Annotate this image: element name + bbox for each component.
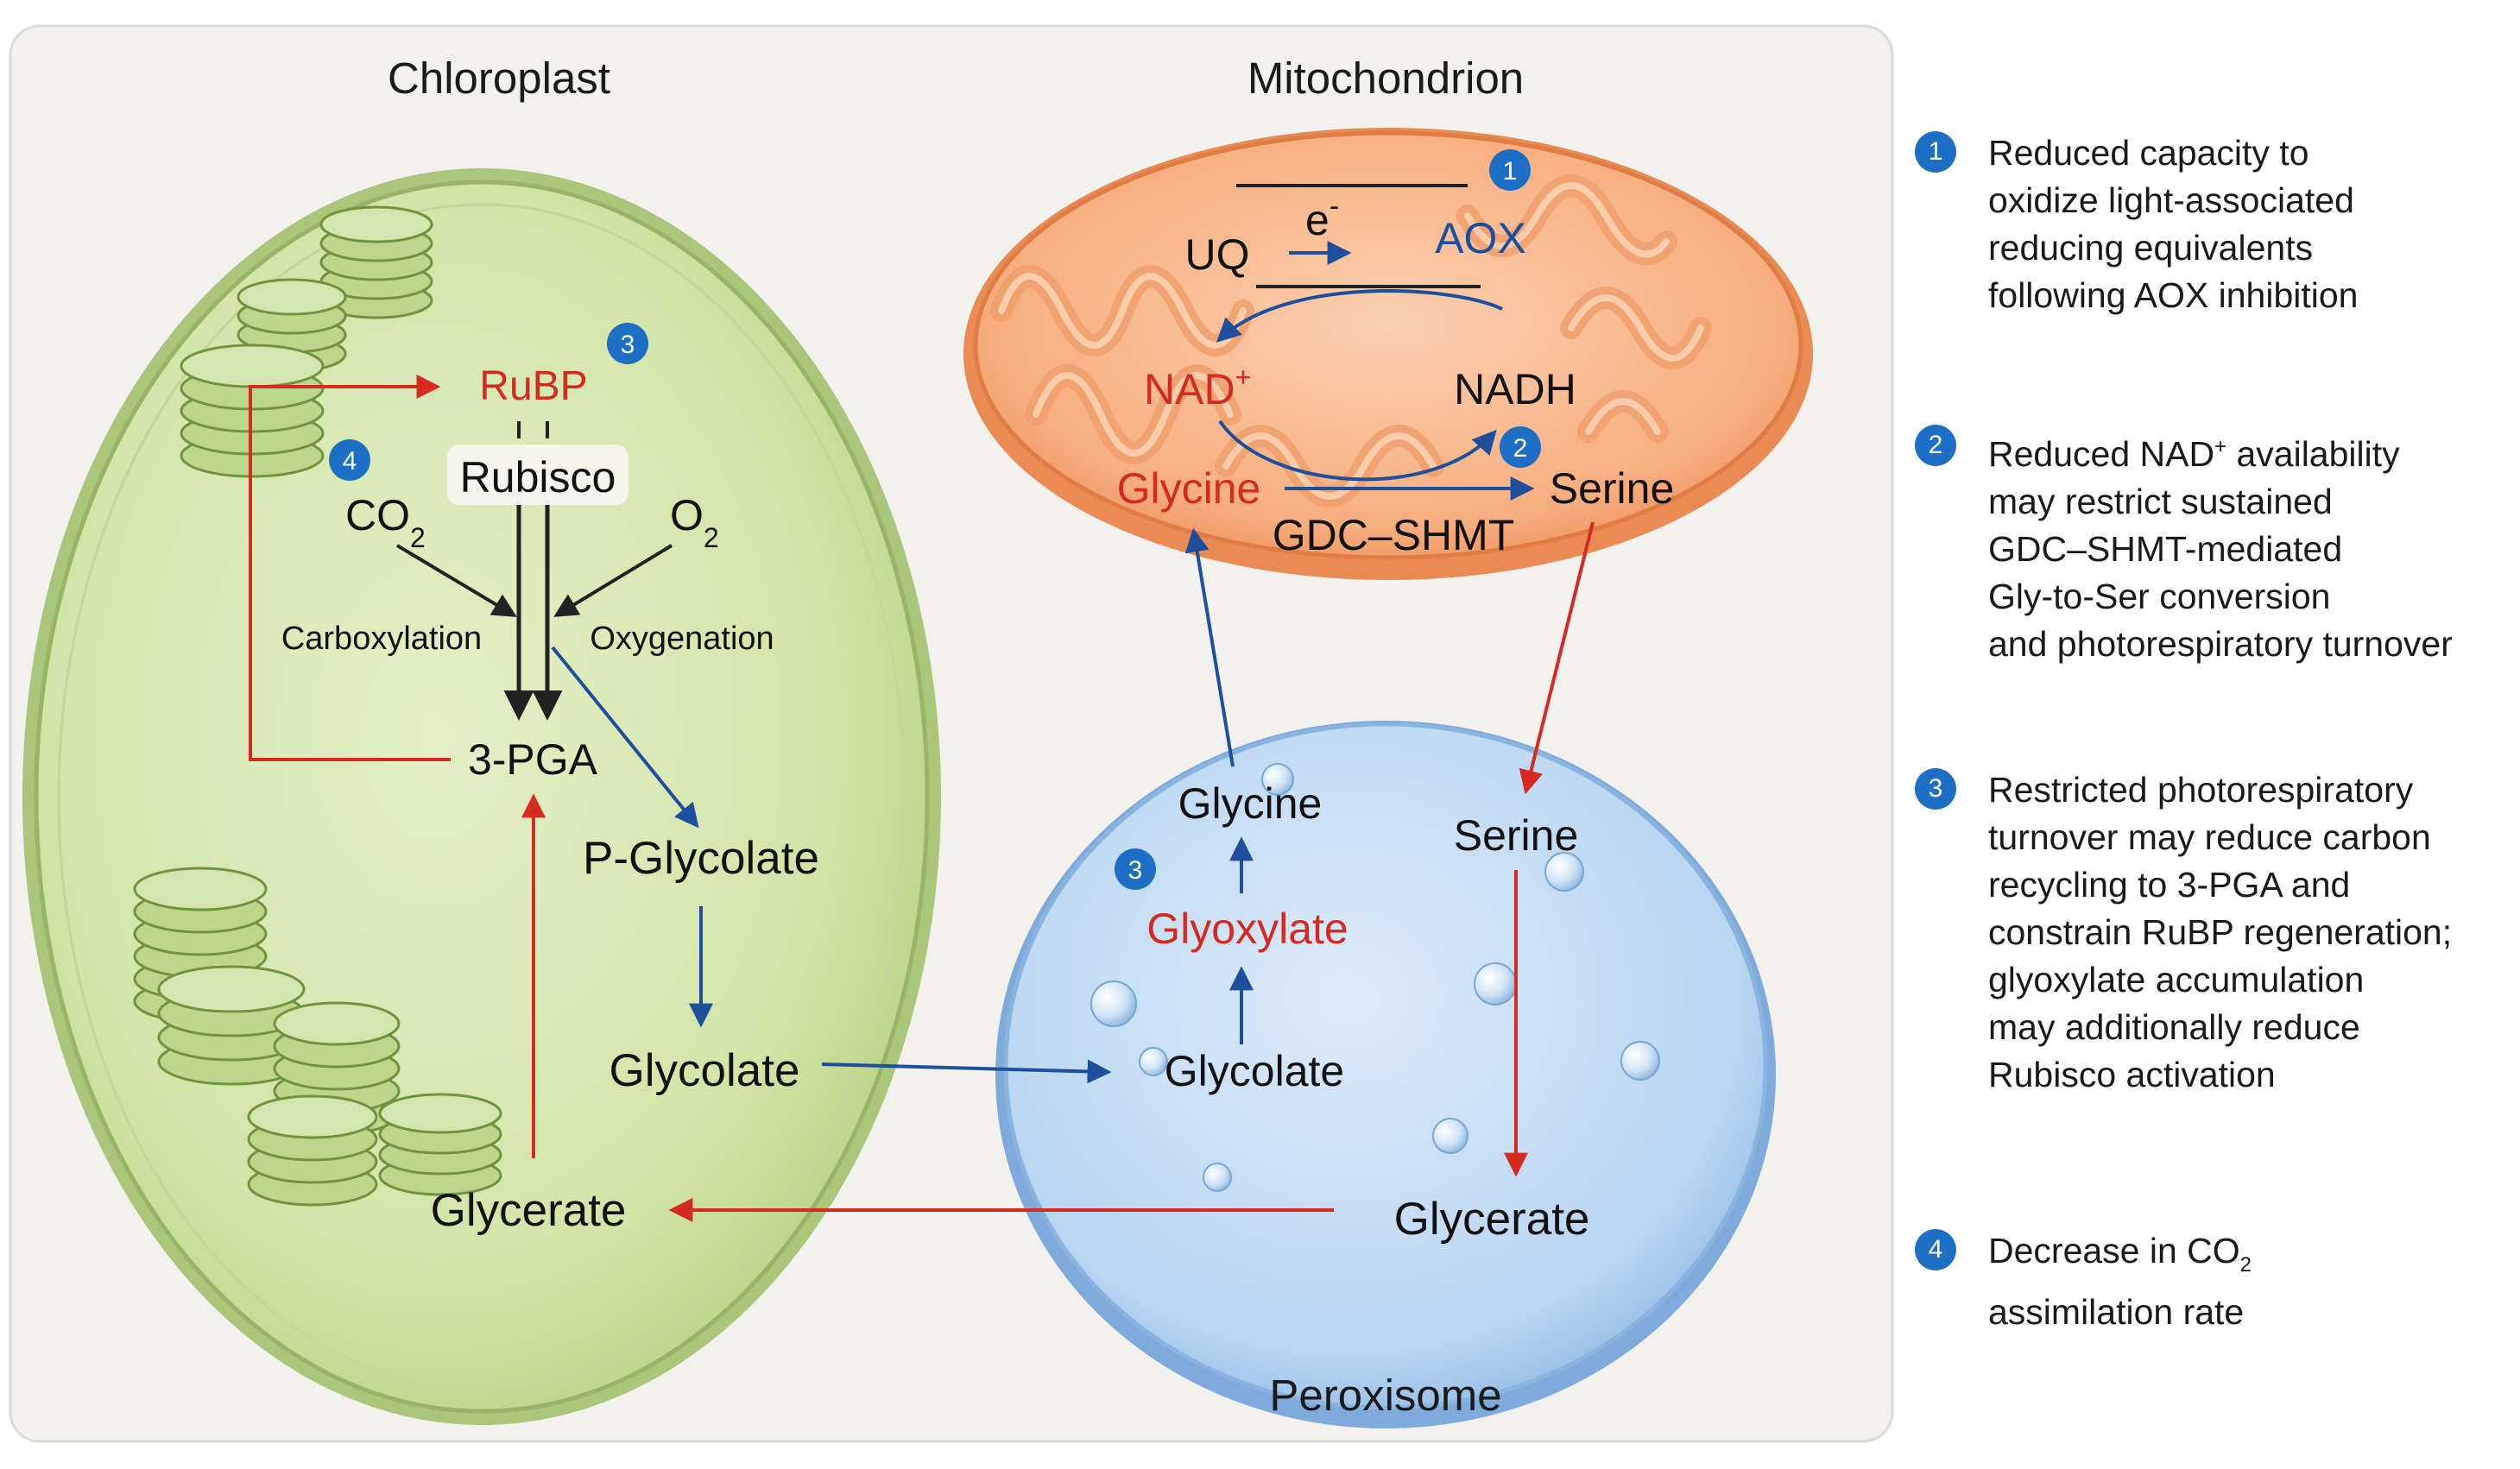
chloroplast-title: Chloroplast	[388, 54, 610, 103]
co2-label: CO2	[345, 491, 426, 553]
legend-text-1: Reduced capacity to oxidize light-associ…	[1988, 133, 2359, 315]
perox-glycolate-label: Glycolate	[1165, 1047, 1344, 1095]
granum-stack	[273, 1001, 401, 1136]
legend-text-2: Reduced NAD+ availability may restrict s…	[1988, 434, 2453, 664]
badge-3-peroxisome: 3	[1115, 848, 1156, 890]
svg-text:3: 3	[1128, 856, 1143, 885]
oxygenation-label: Oxygenation	[590, 621, 774, 657]
svg-text:1: 1	[1503, 157, 1518, 186]
nad-label: NAD+	[1144, 362, 1251, 413]
badge-1: 1	[1489, 149, 1531, 191]
o2-label: O2	[670, 491, 719, 553]
peroxisome-title: Peroxisome	[1269, 1371, 1501, 1420]
granum-stack	[157, 965, 306, 1086]
chloroplast-glycolate-label: Glycolate	[609, 1045, 800, 1096]
perox-glycerate-label: Glycerate	[1394, 1194, 1590, 1245]
mitochondrion-organelle	[963, 128, 1813, 580]
pga-to-rubp-arrow	[249, 375, 451, 761]
uq-label: UQ	[1185, 230, 1250, 279]
thylakoid-grana	[133, 205, 502, 1207]
granum-stack	[378, 1093, 502, 1196]
legend-text-3: Restricted photorespiratory turnover may…	[1988, 770, 2453, 1094]
oxygenation-to-pglycolate-arrow	[551, 646, 699, 829]
mito-glycine-label: Glycine	[1117, 464, 1261, 513]
legend-badge-1: 1	[1915, 131, 1956, 173]
badge-2: 2	[1500, 426, 1541, 468]
co2-arrow	[395, 544, 517, 617]
rubp-rubisco-connector	[517, 421, 549, 438]
serine-transport-arrow	[1519, 521, 1595, 795]
pga-label: 3-PGA	[468, 735, 598, 784]
legend-badge-4: 4	[1915, 1229, 1956, 1270]
legend-badge-2: 2	[1915, 425, 1956, 466]
legend-badge-3: 3	[1915, 768, 1956, 810]
svg-text:4: 4	[343, 447, 357, 476]
nadh-label: NADH	[1454, 365, 1576, 413]
mitochondrion-title: Mitochondrion	[1247, 54, 1524, 103]
o2-arrow	[553, 544, 673, 617]
perox-serine-label: Serine	[1454, 811, 1579, 860]
nad-to-nadh-arrow	[1218, 419, 1497, 482]
mito-serine-label: Serine	[1550, 464, 1675, 513]
carboxylation-label: Carboxylation	[281, 621, 482, 657]
vesicle-bubbles	[1090, 763, 1660, 1192]
svg-text:2: 2	[1513, 434, 1528, 463]
chloroplast-glycerate-label: Glycerate	[431, 1185, 627, 1236]
rubisco-label-box	[447, 444, 628, 505]
granum-stack	[319, 205, 433, 319]
badge-3-chloroplast: 3	[607, 323, 648, 364]
glyoxylate-label: Glyoxylate	[1146, 905, 1348, 953]
chloroplast-organelle	[22, 168, 941, 1425]
svg-text:3: 3	[621, 331, 635, 359]
nadh-to-nad-arrow	[1216, 289, 1503, 343]
electron-label: e-	[1305, 190, 1339, 244]
glycolate-transport-arrow	[821, 1059, 1112, 1084]
rubisco-label: Rubisco	[460, 453, 616, 501]
legend-text-4: Decrease in CO2 assimilation rate	[1988, 1231, 2252, 1332]
glycine-transport-arrow	[1184, 527, 1235, 767]
gdc-shmt-label: GDC–SHMT	[1273, 511, 1515, 559]
aox-label: AOX	[1435, 214, 1526, 262]
perox-glycine-label: Glycine	[1178, 779, 1323, 828]
p-glycolate-label: P-Glycolate	[583, 833, 819, 884]
granum-stack	[247, 1094, 378, 1207]
rubp-label: RuBP	[479, 363, 587, 409]
peroxisome-organelle	[995, 721, 1776, 1428]
badge-4: 4	[329, 439, 370, 481]
